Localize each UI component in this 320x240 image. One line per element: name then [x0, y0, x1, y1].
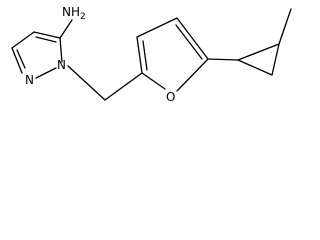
bond-cyclopropyl-a-b	[237, 43, 280, 61]
bond-cyclopropyl-methyl	[278, 8, 292, 45]
bond-c3-n2	[11, 47, 23, 74]
bond-c5-nh2	[59, 19, 73, 39]
bond-n1-ch2	[67, 65, 106, 101]
molecule-structure: NH2 N N O	[11, 5, 292, 104]
ring-nitrogen-label: N	[25, 73, 34, 87]
furan-oxygen-label: O	[166, 90, 175, 104]
bond-cyclopropyl-b-c	[271, 43, 280, 76]
bond-furan-o-c2	[141, 72, 166, 90]
bond-n1-c5	[59, 37, 63, 63]
bond-ch2-furan	[104, 72, 143, 101]
bond-c5-c4-double	[35, 36, 57, 43]
bond-furan-c5-o	[176, 58, 209, 92]
bond-n2-n1	[35, 67, 57, 79]
bond-cyclopropyl-c-a	[237, 59, 273, 76]
bond-furan-c4-c5-double	[175, 24, 203, 60]
bond-furan-c2-c3-double	[142, 40, 148, 71]
bond-furan-c4-c5	[176, 17, 209, 60]
bond-c5-c4	[33, 31, 61, 39]
bond-furan-cyclopropyl	[207, 58, 239, 61]
bond-c4-c3	[11, 31, 35, 49]
amine-label: NH2	[62, 5, 86, 22]
pyrazole-n1-label: N	[57, 58, 66, 72]
bond-c3-n2-double	[16, 49, 26, 69]
bond-furan-c3-c4	[136, 17, 178, 38]
bond-furan-c2-c3	[136, 36, 143, 74]
